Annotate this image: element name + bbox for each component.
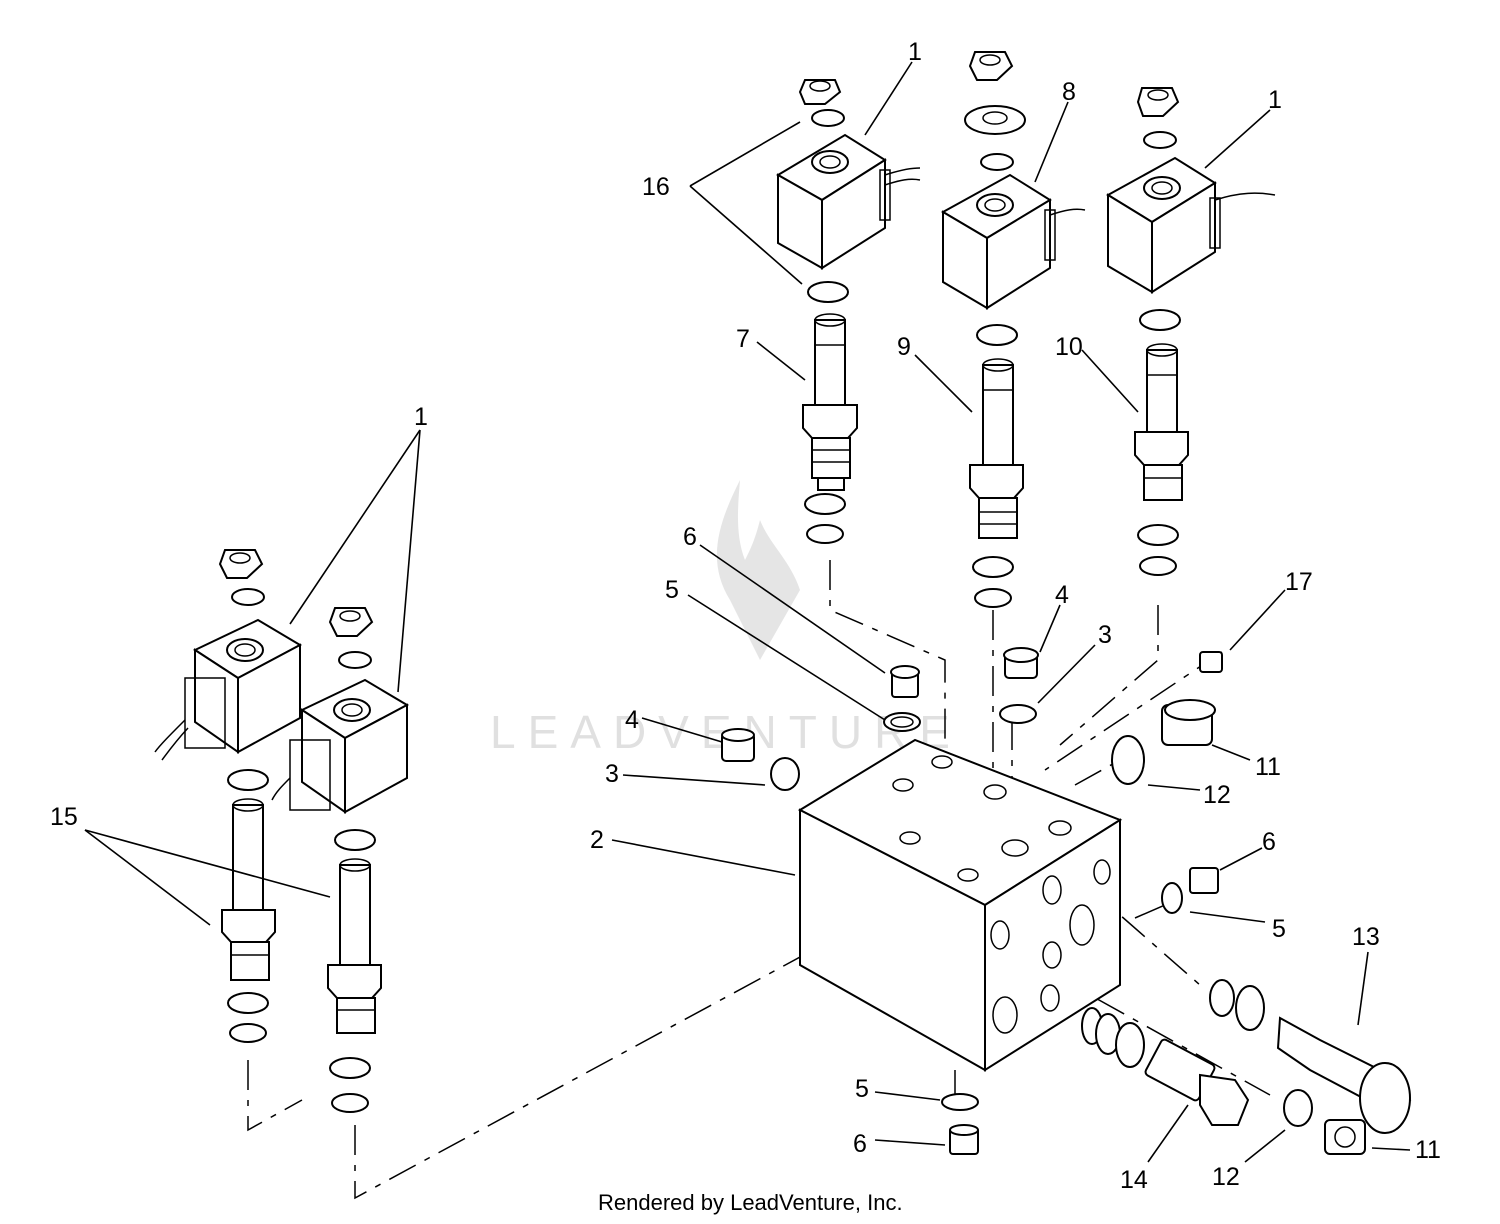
callout-10: 10	[1055, 333, 1083, 361]
callout-6: 6	[683, 523, 697, 551]
callout-8: 8	[1062, 78, 1076, 106]
callout-11: 11	[1255, 753, 1281, 781]
callout-1: 1	[908, 38, 922, 66]
callout-7: 7	[736, 325, 750, 353]
callout-labels: 1 8 1 16 7 9 10 1 6 5 4 17 3 4 11 3 12 1…	[50, 38, 1441, 1194]
callout-9: 9	[897, 333, 911, 361]
footer-credit: Rendered by LeadVenture, Inc.	[598, 1190, 903, 1215]
solenoid-stack-9	[940, 51, 1086, 608]
callout-5: 5	[1272, 915, 1286, 943]
callout-3: 3	[1098, 621, 1112, 649]
callout-11: 11	[1415, 1136, 1441, 1164]
solenoid-stack-left-a	[154, 549, 303, 1043]
callout-13: 13	[1352, 923, 1380, 951]
watermark-text: LEADVENTURE	[490, 706, 962, 758]
callout-14: 14	[1120, 1166, 1148, 1194]
callout-15: 15	[50, 803, 78, 831]
flame-logo-icon	[716, 480, 800, 660]
solenoid-stack-left-b	[271, 607, 410, 1113]
callout-4: 4	[625, 706, 639, 734]
fittings	[721, 647, 1412, 1155]
leadventure-watermark: LEADVENTURE	[490, 480, 962, 758]
leader-lines	[84, 61, 1411, 1163]
solenoid-stack-7	[776, 79, 921, 544]
connection-lines	[247, 560, 1271, 1200]
callout-16: 16	[642, 173, 670, 201]
solenoid-stack-10	[1106, 87, 1276, 576]
manifold-block	[797, 738, 1123, 1072]
callout-3: 3	[605, 760, 619, 788]
callout-17: 17	[1285, 568, 1313, 596]
callout-1: 1	[1268, 86, 1282, 114]
callout-2: 2	[590, 826, 604, 854]
callout-5: 5	[665, 576, 679, 604]
callout-6: 6	[1262, 828, 1276, 856]
callout-12: 12	[1212, 1163, 1240, 1191]
callout-6: 6	[853, 1130, 867, 1158]
callout-4: 4	[1055, 581, 1069, 609]
callout-5: 5	[855, 1075, 869, 1103]
callout-1: 1	[414, 403, 428, 431]
callout-12: 12	[1203, 781, 1231, 809]
